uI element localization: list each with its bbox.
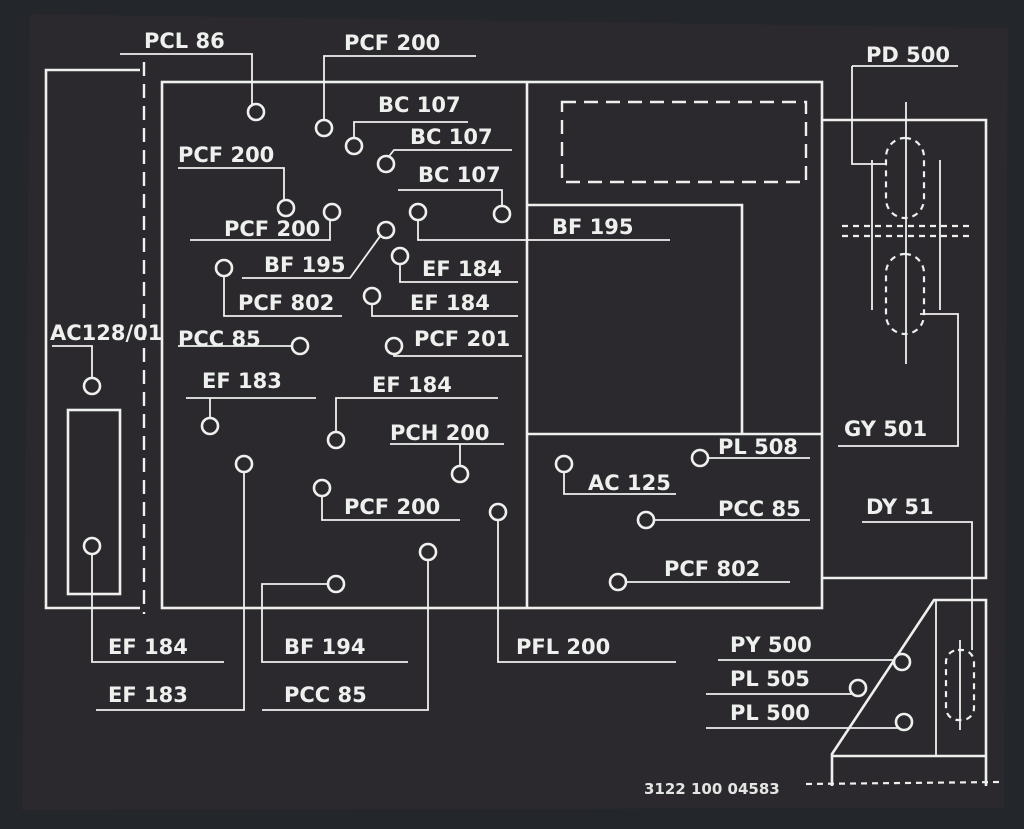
label-ef183-a: EF 183 [202,369,282,393]
socket-pcf200-top [314,118,334,138]
label-pcf201: PCF 201 [414,327,510,351]
socket-pcf200-mid [322,202,342,222]
label-ef184-c: EF 184 [372,373,452,397]
socket-bf194 [326,574,346,594]
label-bc107-b: BC 107 [410,125,493,149]
label-bc107-c: BC 107 [418,163,501,187]
label-pcf802-a: PCF 802 [238,291,334,315]
socket-ac125 [554,454,574,474]
socket-pfl200 [488,502,508,522]
label-pch200: PCH 200 [390,421,490,445]
label-pl508: PL 508 [718,435,798,459]
socket-bf195-a [376,220,396,240]
label-ac125: AC 125 [588,471,671,495]
socket-ef183-b [234,454,254,474]
socket-pcc85-b [636,510,656,530]
label-pl505: PL 505 [730,667,810,691]
label-pcf200-mid: PCF 200 [224,217,320,241]
socket-pcc85-c [418,542,438,562]
tube-labels: PCL 86 PCF 200 BC 107 BC 107 BC 107 PCF … [50,29,950,798]
socket-pl500 [894,712,914,732]
label-ef184-b: EF 184 [410,291,490,315]
socket-py500 [892,652,912,672]
socket-ef183-a [200,416,220,436]
leader-lines [52,53,973,729]
socket-bc107-c [492,204,512,224]
part-number: 3122 100 04583 [644,780,780,798]
label-pcf200-left: PCF 200 [178,143,274,167]
label-gy501: GY 501 [844,417,927,441]
label-bf195-a: BF 195 [264,253,346,277]
socket-pl505 [848,678,868,698]
label-pfl200: PFL 200 [516,635,610,659]
tube-sockets [82,102,914,732]
socket-pcf802-b [608,572,628,592]
label-pcc85-b: PCC 85 [718,497,801,521]
label-pcf802-b: PCF 802 [664,557,760,581]
label-ef184-a: EF 184 [422,257,502,281]
label-py500: PY 500 [730,633,812,657]
socket-ef184-a [390,246,410,266]
label-pl500: PL 500 [730,701,810,725]
label-pcc85-a: PCC 85 [178,327,261,351]
socket-pcf201 [384,336,404,356]
label-bc107-a: BC 107 [378,93,461,117]
label-ac128: AC128/01 [50,321,162,345]
socket-pcl86 [246,102,266,122]
socket-bc107-a [344,136,364,156]
socket-ac128 [82,376,102,396]
label-pcl86: PCL 86 [144,29,225,53]
socket-pch200 [450,464,470,484]
socket-bf195-b [408,202,428,222]
socket-ef184-c [326,430,346,450]
socket-pcf200-low [312,478,332,498]
card-surface [22,14,1008,810]
label-pcc85-c: PCC 85 [284,683,367,707]
socket-bc107-b [376,154,396,174]
frames [44,62,1001,786]
yoke-outline [842,102,976,730]
label-ef184-d: EF 184 [108,635,188,659]
label-dy51: DY 51 [866,495,934,519]
label-pcf200-low: PCF 200 [344,495,440,519]
label-bf194: BF 194 [284,635,366,659]
label-bf195-b: BF 195 [552,215,634,239]
socket-pcf200-left [276,198,296,218]
socket-pcf802-a [214,258,234,278]
label-pd500: PD 500 [866,43,950,67]
label-pcf200-top: PCF 200 [344,31,440,55]
socket-ef184-b [362,286,382,306]
label-ef183-b: EF 183 [108,683,188,707]
socket-pl508 [690,448,710,468]
socket-pcc85-a [290,336,310,356]
socket-ef184-d [82,536,102,556]
